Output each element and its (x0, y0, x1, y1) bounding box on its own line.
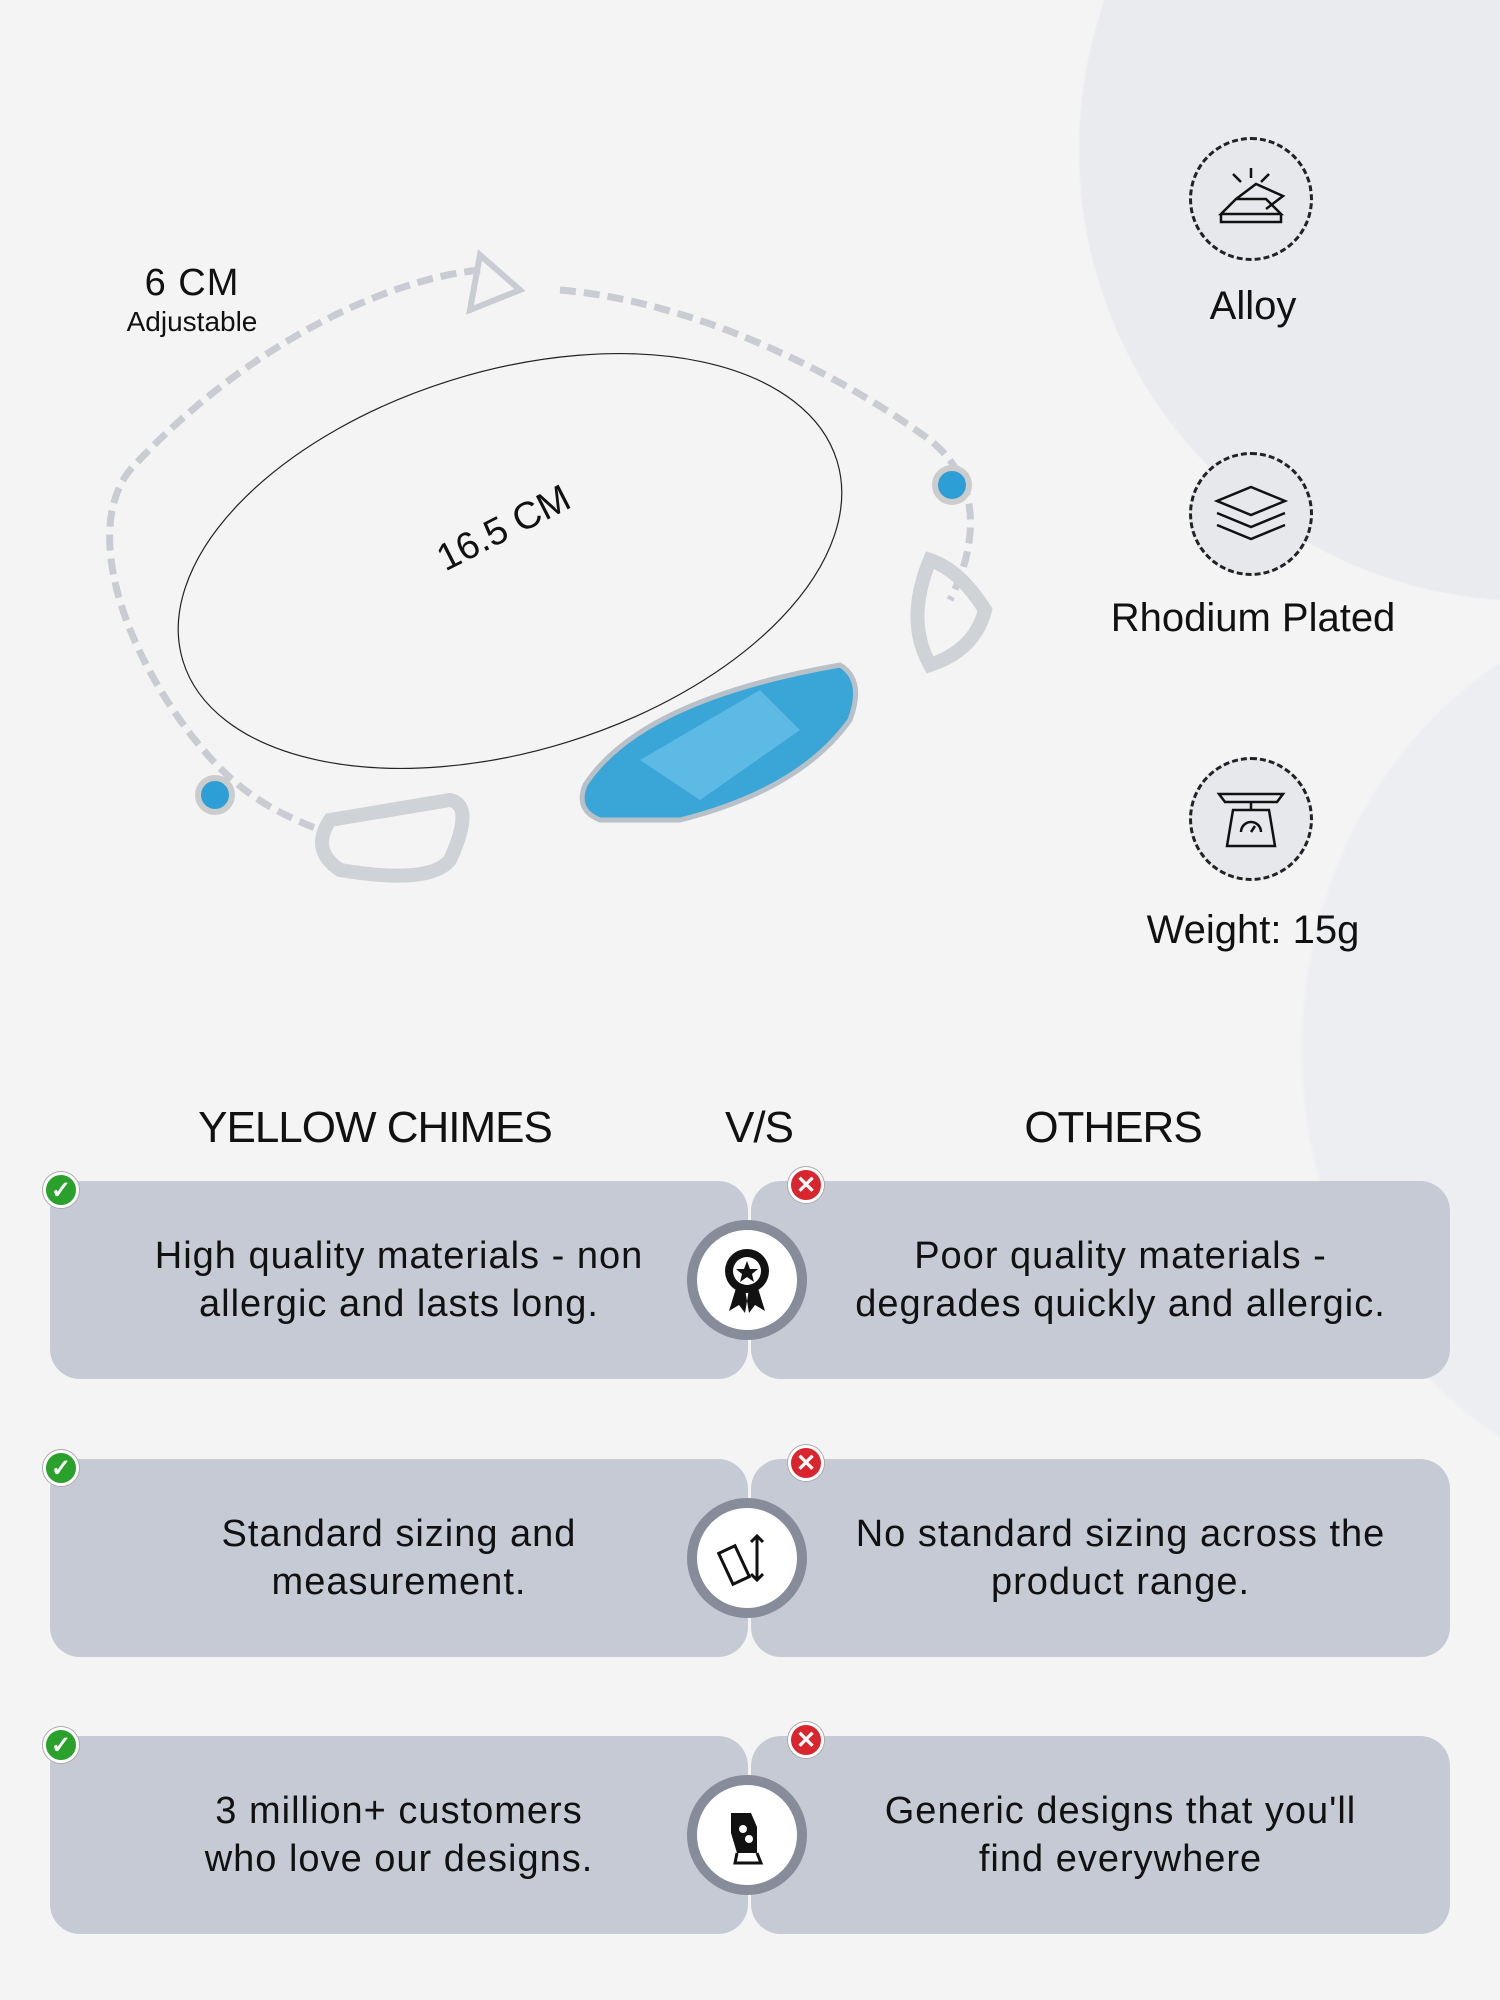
feature-label: Weight: 15g (1146, 908, 1360, 952)
gold-bars-icon (1217, 168, 1286, 224)
feature-alloy-icon-circle (1189, 137, 1313, 261)
theirs-card: No standard sizing across the product ran… (751, 1459, 1450, 1657)
theirs-card: Generic designs that you'll find everywhe… (751, 1736, 1450, 1934)
feature-rhodium-icon-circle (1189, 452, 1313, 576)
ours-text: High quality materials - non (154, 1235, 644, 1277)
theirs-text: find everywhere (978, 1838, 1263, 1880)
award-ribbon-icon (687, 1220, 807, 1340)
cross-icon: ✕ (788, 1167, 824, 1203)
others-heading: OTHERS (1024, 1103, 1202, 1152)
scale-icon (1216, 792, 1286, 848)
theirs-text: No standard sizing across the (855, 1513, 1386, 1555)
ours-card: 3 million+ customers who love our designs… (50, 1736, 748, 1934)
ours-card: Standard sizing and measurement. (50, 1459, 748, 1657)
ours-text: who love our designs. (204, 1838, 594, 1880)
feature-weight-icon-circle (1189, 757, 1313, 881)
cross-icon: ✕ (788, 1722, 824, 1758)
theirs-text: Poor quality materials - (914, 1235, 1327, 1277)
brand-heading: YELLOW CHIMES (198, 1103, 553, 1152)
check-icon: ✓ (43, 1172, 79, 1208)
ours-text: measurement. (271, 1561, 527, 1603)
theirs-text: Generic designs that you'll (884, 1790, 1357, 1832)
theirs-text: product range. (990, 1561, 1251, 1603)
ruler-measure-icon (687, 1498, 807, 1618)
theirs-card: Poor quality materials - degrades quickly… (751, 1181, 1450, 1379)
cross-icon: ✕ (788, 1445, 824, 1481)
vs-heading: V/S (725, 1103, 794, 1152)
ours-card: High quality materials - non allergic and… (50, 1181, 748, 1379)
ours-text: allergic and lasts long. (199, 1283, 599, 1325)
feature-label: Alloy (1209, 284, 1297, 328)
check-icon: ✓ (43, 1727, 79, 1763)
blue-stone (932, 465, 972, 505)
bracelet-image (106, 249, 993, 883)
ours-text: 3 million+ customers (215, 1790, 583, 1832)
check-icon: ✓ (43, 1450, 79, 1486)
adjustable-label: Adjustable (126, 306, 258, 337)
theirs-text: degrades quickly and allergic. (855, 1283, 1386, 1325)
size-ellipse (177, 353, 843, 769)
customer-love-icon (687, 1775, 807, 1895)
layers-icon (1213, 485, 1289, 541)
ours-text: Standard sizing and (221, 1513, 577, 1555)
feature-label: Rhodium Plated (1110, 596, 1396, 640)
adjustable-length: 6 CM (144, 262, 240, 304)
blue-stone (195, 775, 235, 815)
